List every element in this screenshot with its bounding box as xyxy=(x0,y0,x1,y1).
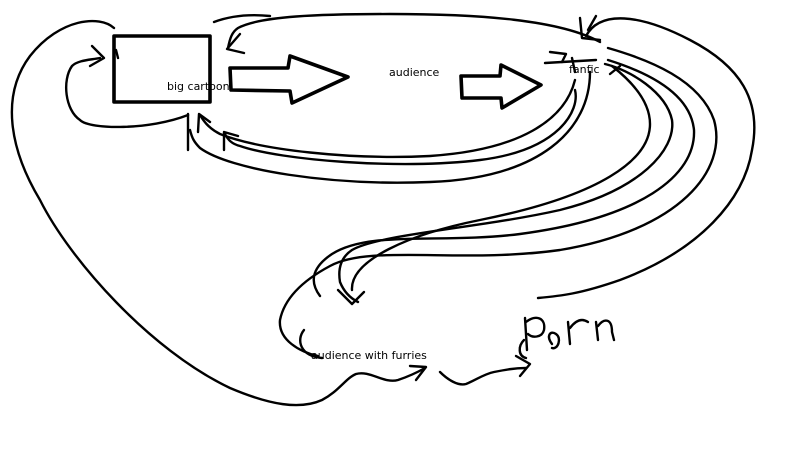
outer-loop-left-arrowhead xyxy=(88,44,106,68)
right-loop-hook xyxy=(608,64,622,76)
porn-hook xyxy=(518,338,528,360)
block-arrow-cartoon-to-audience xyxy=(228,54,350,105)
loop-fanfic-to-cartoon-3 xyxy=(223,88,577,166)
porn-handwriting xyxy=(523,316,616,352)
loop-top-arrowhead xyxy=(225,32,246,55)
fanfic-bar xyxy=(543,58,598,65)
furries-to-porn-arrowhead xyxy=(514,354,532,378)
loop-fanfic-to-cartoon-1 xyxy=(198,78,577,159)
right-loop-4 xyxy=(338,62,674,304)
block-arrow-audience-to-fanfic xyxy=(459,63,543,110)
box-corner-tick xyxy=(114,48,120,60)
right-loop-outer xyxy=(536,17,756,300)
loop-fanfic-to-cartoon-1-arrowhead xyxy=(196,112,212,134)
right-loop-outer-tick xyxy=(586,14,598,32)
outer-loop-left xyxy=(65,56,190,129)
audience-with-furries-label: audience with furries xyxy=(311,349,427,362)
bottom-loop-edge xyxy=(299,328,324,360)
loop-top-tick xyxy=(212,14,272,24)
loop-fanfic-to-cartoon-3-arrowhead xyxy=(222,130,240,152)
right-loop-arrowhead xyxy=(336,288,366,306)
fanfic-label: fanfic xyxy=(569,63,600,76)
furries-to-porn-squiggle xyxy=(438,366,528,386)
big-cartoon-label: big cartoon xyxy=(167,80,230,93)
right-loop-2 xyxy=(278,46,718,358)
audience-label: audience xyxy=(389,66,440,79)
loop-fanfic-to-cartoon-top xyxy=(226,12,602,50)
outer-loop-big xyxy=(10,19,427,407)
fanfic-arrowhead xyxy=(548,50,568,64)
big-cartoon-box xyxy=(112,34,212,104)
fanfic-bracket xyxy=(578,16,602,42)
right-loop-3 xyxy=(312,58,696,298)
right-loop-5 xyxy=(350,64,652,292)
outer-loop-big-arrowhead xyxy=(408,364,428,382)
loop-fanfic-to-cartoon-2 xyxy=(188,70,592,184)
